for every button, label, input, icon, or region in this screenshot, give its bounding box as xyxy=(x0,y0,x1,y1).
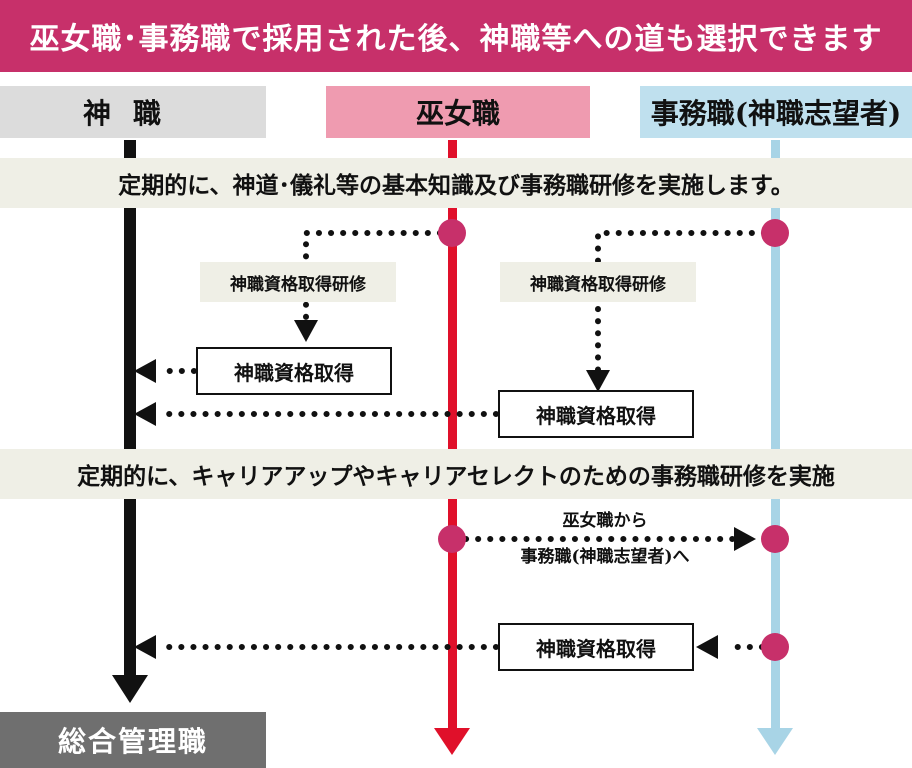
arrowhead-left-jimu-acquire xyxy=(696,635,718,659)
node-miko-2 xyxy=(438,525,466,553)
band-training-basic: 定期的に、神道･儀礼等の基本知識及び事務職研修を実施します。 xyxy=(0,158,912,208)
node-jimu-2 xyxy=(761,525,789,553)
acquire-box-1: 神職資格取得 xyxy=(196,347,392,395)
training-label-right: 神職資格取得研修 xyxy=(500,262,696,302)
shinshoku-line xyxy=(124,140,136,680)
acquire-box-3: 神職資格取得 xyxy=(498,623,694,671)
arrowhead-down-jimu-training xyxy=(586,370,610,392)
transfer-label-line1: 巫女職から xyxy=(562,511,648,531)
column-header-jimu: 事務職(神職志望者) xyxy=(640,86,912,138)
footer-sougou-kanrishoku: 総合管理職 xyxy=(0,712,266,768)
arrowhead-left-acquire-1 xyxy=(134,359,156,383)
miko-arrowhead xyxy=(434,728,470,755)
acquire-box-2: 神職資格取得 xyxy=(498,390,694,438)
miko-line xyxy=(448,140,457,730)
transfer-label-line2: 事務職(神職志望者)へ xyxy=(520,547,690,567)
training-label-left: 神職資格取得研修 xyxy=(200,262,396,302)
node-miko-1 xyxy=(438,219,466,247)
node-jimu-3 xyxy=(761,633,789,661)
node-jimu-1 xyxy=(761,219,789,247)
page-title: 巫女職･事務職で採用された後、神職等への道も選択できます xyxy=(0,0,912,72)
band-training-career: 定期的に、キャリアアップやキャリアセレクトのための事務職研修を実施 xyxy=(0,449,912,499)
jimu-line xyxy=(771,140,780,730)
arrowhead-down-miko-training xyxy=(294,320,318,342)
jimu-arrowhead xyxy=(757,728,793,755)
column-header-shinshoku: 神職 xyxy=(0,86,266,138)
column-header-miko: 巫女職 xyxy=(326,86,590,138)
arrowhead-right-transfer xyxy=(734,527,756,551)
arrowhead-left-acquire-3 xyxy=(134,635,156,659)
shinshoku-arrowhead xyxy=(112,675,148,703)
arrowhead-left-acquire-2 xyxy=(134,402,156,426)
